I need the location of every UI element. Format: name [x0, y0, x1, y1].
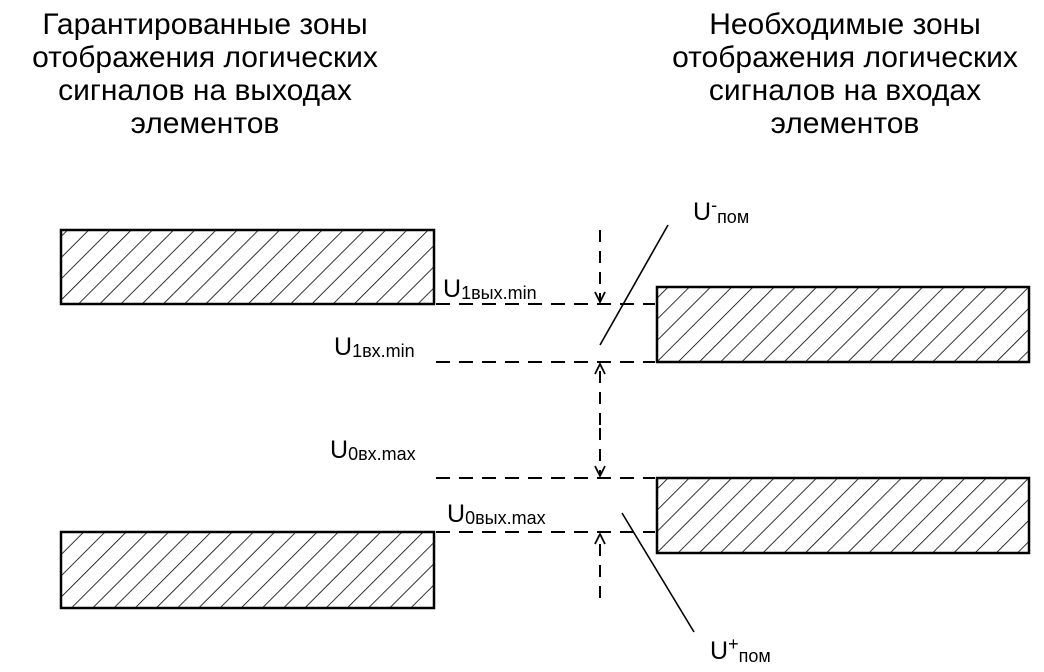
u-pom-minus-label: U-пом — [693, 195, 749, 227]
u-pom-plus-label: U+пом — [710, 634, 771, 666]
heading-line: Необходимые зоны — [709, 8, 981, 41]
heading-line: сигналов на входах — [708, 74, 982, 107]
output-zones-heading: Гарантированные зоны отображения логичес… — [10, 8, 400, 140]
heading-line: сигналов на выходах — [58, 74, 352, 107]
u-pom-minus-leader — [599, 224, 669, 346]
u0-in-max-label: U0вх.max — [330, 436, 416, 464]
u-pom-plus-leader — [621, 512, 695, 633]
heading-line: элементов — [130, 107, 280, 140]
input-high-zone — [655, 285, 1031, 364]
u1-out-min-label: U1вых.min — [443, 275, 537, 303]
heading-line: отображения логических — [672, 41, 1018, 74]
u0-out-max-label: U0вых.max — [447, 500, 546, 528]
input-zones-heading: Необходимые зоны отображения логических … — [650, 8, 1040, 140]
output-low-zone — [59, 530, 436, 610]
u1-in-min-label: U1вх.min — [334, 333, 415, 361]
heading-line: Гарантированные зоны — [42, 8, 368, 41]
heading-line: элементов — [770, 107, 920, 140]
heading-line: отображения логических — [32, 41, 378, 74]
input-low-zone — [655, 476, 1031, 555]
output-high-zone — [59, 228, 436, 306]
